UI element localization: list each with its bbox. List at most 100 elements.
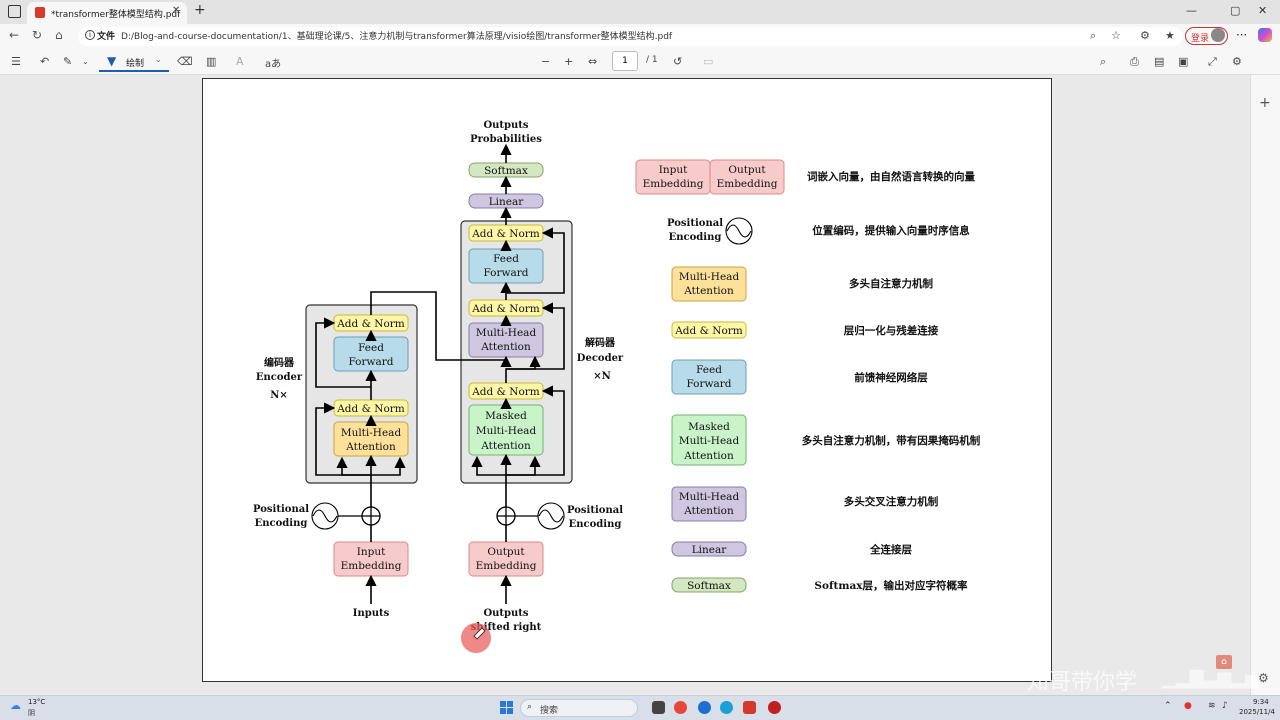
legend-linear-label: Linear [692,544,728,556]
fit-page-icon[interactable]: ⇔ [588,55,598,68]
encoder-plus-mark [362,507,380,525]
weather-icon[interactable]: ☁ [10,699,21,712]
decoder-ca-line1: Multi-Head [476,327,537,339]
tab-pdf[interactable]: *transformer整体模型结构.pdf [27,2,187,24]
search-icon[interactable]: ⌕ [1100,55,1107,68]
login-label: 登录 [1191,34,1210,44]
tab-title: *transformer整体模型结构.pdf [51,10,181,20]
eraser-icon[interactable]: ⌫ [177,55,193,68]
legend-masked-line3: Attention [683,450,734,462]
decoder-masked-line1: Masked [485,410,527,422]
home-icon[interactable]: ⌂ [55,28,63,42]
window-icon[interactable] [8,5,21,18]
encoder-pe-line1: Positional [253,504,309,515]
zoom-in-icon[interactable]: + [564,55,574,68]
close-window-button[interactable]: ✕ [1258,4,1268,17]
encoder-mha-line1: Multi-Head [341,427,402,439]
avatar[interactable] [1211,28,1225,42]
outputs-shifted-line1: Outputs [483,608,528,619]
info-icon[interactable]: i [85,30,95,40]
address-input[interactable]: i 文件 D:/Blog-and-course-documentation/1、… [78,27,1183,46]
legend-desc-add-norm: 层归一化与残差连接 [844,324,939,337]
inputs-label: Inputs [353,608,390,619]
two-page-icon[interactable]: ▭ [703,55,714,68]
recorder-icon[interactable] [768,701,781,714]
legend-add-norm-label: Add & Norm [674,325,743,337]
pdf-badge-icon: ⌂ [1216,655,1232,669]
decoder-add-norm-3-label: Add & Norm [471,228,540,240]
legend-masked-line2: Multi-Head [679,435,740,447]
page-number-input[interactable]: 1 [612,51,638,71]
start-button[interactable] [500,701,513,714]
volume-icon[interactable]: ♪ [1222,701,1228,711]
legend-input-embedding-line2: Embedding [643,178,704,190]
decoder-label-cn: 解码器 [585,336,616,349]
extensions-icon[interactable]: ⚙ [1140,29,1150,42]
print-icon[interactable]: ⎙ [1130,55,1139,68]
settings-icon[interactable]: ⚙ [1232,55,1242,68]
legend-desc-positional: 位置编码，提供输入向量时序信息 [812,224,970,237]
decoder-masked-line3: Attention [480,440,531,452]
legend-desc-feed-forward: 前馈神经网络层 [854,371,928,384]
watermark: 知哥带你学 [1027,670,1138,695]
legend-ff-line2: Forward [686,378,731,390]
new-tab-button[interactable]: + [194,2,206,18]
zoom-out-icon[interactable]: − [541,55,551,68]
decoder-ff-line2: Forward [483,267,528,279]
taskbar-search-input[interactable]: ⌕ 搜索 [520,699,638,717]
chevron-down-icon[interactable]: ⌄ [155,55,162,64]
read-aloud-button[interactable]: aあ [265,59,282,70]
legend-masked-line1: Masked [688,421,730,433]
gear-icon[interactable]: ⚙ [1258,671,1269,685]
transformer-diagram: Add & Norm Feed Forward Add & Norm Multi… [253,120,980,653]
input-embedding-line1: Input [357,546,386,558]
login-button[interactable]: 登录 [1185,27,1228,45]
pdf-app-icon[interactable] [743,701,756,714]
file-tag: 文件 [97,32,116,42]
decoder-pe-line1: Positional [567,505,623,516]
maximize-button[interactable]: ▢ [1230,4,1241,17]
refresh-icon[interactable]: ↻ [32,28,43,42]
maps-icon[interactable] [698,701,711,714]
legend-pe-line2: Encoding [669,232,722,243]
legend-input-embedding-line1: Input [659,164,688,176]
highlight-icon[interactable]: ✎ [63,55,73,68]
wifi-icon[interactable]: ≋ [1208,701,1216,711]
tray-app-icon[interactable]: ● [1184,701,1192,711]
chevron-down-icon[interactable]: ⌄ [82,57,89,66]
task-view-icon[interactable] [652,701,665,714]
fullscreen-icon[interactable]: ⤢ [1208,55,1217,68]
more-icon[interactable]: ⋯ [1236,28,1247,41]
text-icon[interactable]: A [236,55,244,68]
sine-wave-icon [312,509,338,523]
weather-condition: 阴 [28,709,35,717]
chevron-up-icon[interactable]: ⌃ [1164,701,1172,711]
legend-softmax-label: Softmax [687,580,731,592]
favorite-star-icon[interactable]: ☆ [1111,29,1121,42]
legend-ca-line1: Multi-Head [679,491,740,503]
legend-cross-attention [671,486,747,522]
undo-icon[interactable]: ↶ [40,55,50,68]
back-icon[interactable]: ← [9,28,20,42]
pdf-page: Add & Norm Feed Forward Add & Norm Multi… [202,78,1052,682]
edge-icon[interactable] [720,701,733,714]
encoder-ff-line1: Feed [358,342,384,354]
draw-button[interactable]: ▼ 绘制 ⌄ [99,51,169,72]
encoder-label-en: Encoder [256,372,303,383]
zoom-icon[interactable]: ⌕ [1090,29,1097,42]
copilot-icon[interactable] [1258,28,1272,42]
watermark-bars-icon: ▁▂▇▃▆▂▅ [1162,668,1259,689]
legend-desc-cross-attention: 多头交叉注意力机制 [844,495,939,508]
decoder-label-n: ×N [593,371,611,382]
save-as-icon[interactable]: ▣ [1178,55,1189,68]
favorites-icon[interactable]: ★ [1165,29,1175,42]
view-icon[interactable]: ▥ [206,55,217,68]
contents-icon[interactable]: ☰ [11,55,21,68]
chrome-icon[interactable] [674,701,687,714]
rotate-icon[interactable]: ↺ [673,55,683,68]
add-icon[interactable]: + [1259,95,1271,111]
close-icon[interactable]: ✕ [172,5,181,16]
minimize-button[interactable]: — [1186,4,1197,17]
url-text[interactable]: D:/Blog-and-course-documentation/1、基础理论课… [121,32,673,42]
save-icon[interactable]: ▤ [1154,55,1165,68]
